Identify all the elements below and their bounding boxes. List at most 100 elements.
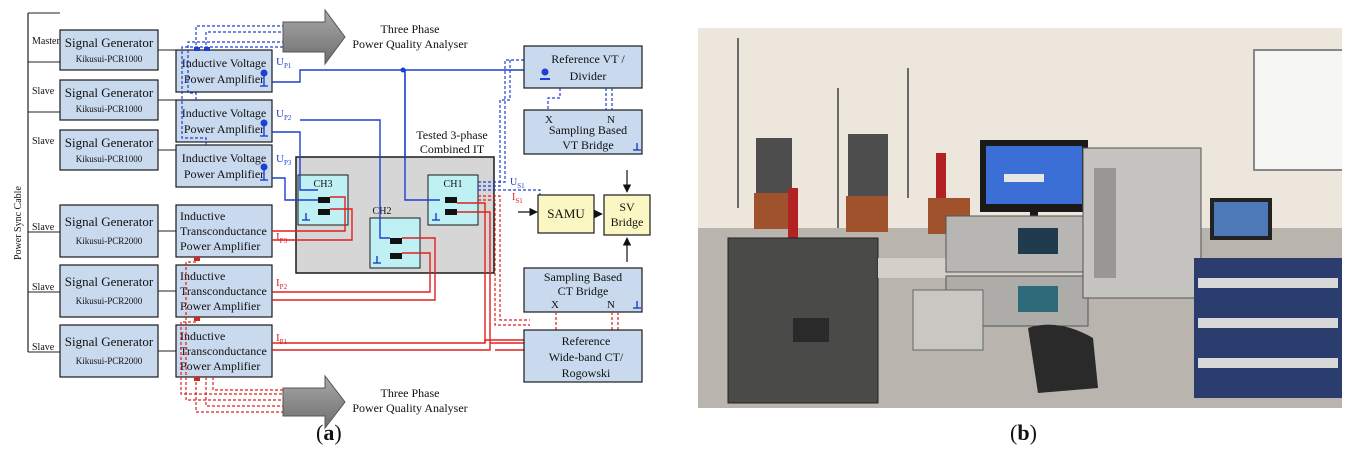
vt-bridge-line2: VT Bridge <box>562 138 613 152</box>
amp-label-line1: Inductive Voltage <box>182 56 267 70</box>
caption-a-letter: a <box>323 420 335 445</box>
vt-bridge-x: X <box>545 114 553 126</box>
amp-label-line2: Transconductance <box>180 344 267 358</box>
caption-b-letter: b <box>1017 420 1030 445</box>
power-sync-cable: Power Sync Cable <box>13 12 60 353</box>
sv-bridge-line1: SV <box>619 200 635 214</box>
voltage-output-3: UP3 <box>276 153 292 167</box>
generator-model: Kikusui-PCR2000 <box>76 296 143 306</box>
tested-it-line2: Combined IT <box>420 142 485 156</box>
signal-generator-1: Master Signal Generator Kikusui-PCR1000 <box>32 29 159 71</box>
amp-label-line1: Inductive Voltage <box>182 106 267 120</box>
sv-bridge: SV Bridge <box>603 170 651 262</box>
voltage-output-2: UP2 <box>276 108 292 122</box>
generator-model: Kikusui-PCR1000 <box>76 104 143 114</box>
signal-generator-2: Slave Signal Generator Kikusui-PCR1000 <box>32 79 159 121</box>
channel-label: CH2 <box>373 206 392 217</box>
caption-a-close: ) <box>334 420 342 445</box>
signal-generator-6: Slave Signal Generator Kikusui-PCR2000 <box>32 324 159 378</box>
amp-label-line2: Power Amplifier <box>184 122 264 136</box>
generator-role: Slave <box>32 222 55 233</box>
amp-label-line3: Power Amplifier <box>180 359 260 373</box>
samu: SAMU <box>537 194 603 234</box>
voltage-output-1: UP1 <box>276 56 292 70</box>
amp-label-line2: Power Amplifier <box>184 167 264 181</box>
amp-label-line2: Power Amplifier <box>184 72 264 86</box>
voltage-amplifier-1: Inductive Voltage Power Amplifier <box>175 49 273 93</box>
generator-model: Kikusui-PCR2000 <box>76 356 143 366</box>
generator-title: Signal Generator <box>65 274 154 289</box>
ct-bridge-n: N <box>607 299 615 311</box>
current-amplifier-2: Inductive Transconductance Power Amplifi… <box>175 264 273 318</box>
signal-generators: Master Signal Generator Kikusui-PCR1000 … <box>32 29 176 378</box>
pqa-bottom-line1: Three Phase <box>381 386 440 400</box>
voltage-amplifier-2: Inductive Voltage Power Amplifier <box>175 99 273 143</box>
ct-bridge-line2: CT Bridge <box>558 284 609 298</box>
generator-model: Kikusui-PCR1000 <box>76 54 143 64</box>
amp-label-line3: Power Amplifier <box>180 239 260 253</box>
current-output-1: IP3 <box>276 231 288 245</box>
amp-label-line1: Inductive <box>180 329 225 343</box>
lab-setup-photo <box>698 28 1342 408</box>
lab-photo-drawing <box>698 28 1342 408</box>
reference-vt-line1: Reference VT / <box>551 52 625 66</box>
generator-role: Slave <box>32 282 55 293</box>
amp-label-line1: Inductive Voltage <box>182 151 267 165</box>
signal-generator-3: Slave Signal Generator Kikusui-PCR1000 <box>32 129 159 171</box>
generator-title: Signal Generator <box>65 334 154 349</box>
ground-symbols <box>260 76 641 309</box>
caption-b-close: ) <box>1029 420 1037 445</box>
caption-b-open: ( <box>1010 420 1018 445</box>
vt-bridge: X N Sampling Based VT Bridge <box>523 88 643 155</box>
generator-model: Kikusui-PCR2000 <box>76 236 143 246</box>
reference-ct-line1: Reference <box>562 334 611 348</box>
pqa-top-line1: Three Phase <box>381 22 440 36</box>
channel-label: CH3 <box>314 179 333 190</box>
tested-combined-it: Tested 3-phase Combined IT CH3 CH2 CH1 <box>295 128 495 274</box>
current-amplifier-3: Inductive Transconductance Power Amplifi… <box>175 324 273 378</box>
current-output-2: IP2 <box>276 277 288 291</box>
pqa-top-line2: Power Quality Analyser <box>352 37 467 51</box>
signal-generator-5: Slave Signal Generator Kikusui-PCR2000 <box>32 264 159 318</box>
amp-label-line3: Power Amplifier <box>180 299 260 313</box>
generator-role: Master <box>32 36 60 47</box>
reference-vt-line2: Divider <box>570 69 607 83</box>
amp-label-line2: Transconductance <box>180 284 267 298</box>
generator-role: Slave <box>32 86 55 97</box>
tested-it-line1: Tested 3-phase <box>416 128 487 142</box>
generator-title: Signal Generator <box>65 85 154 100</box>
amp-label-line1: Inductive <box>180 269 225 283</box>
generator-title: Signal Generator <box>65 35 154 50</box>
signal-generator-4: Slave Signal Generator Kikusui-PCR2000 <box>32 204 159 258</box>
ct-bridge: Sampling Based CT Bridge X N <box>523 267 643 330</box>
cable-label: Power Sync Cable <box>13 186 24 260</box>
caption-b: (b) <box>1010 420 1037 446</box>
channel-label: CH1 <box>444 179 463 190</box>
reference-vt-divider: Reference VT / Divider <box>523 45 643 89</box>
reference-ct: Reference Wide-band CT/ Rogowski <box>523 329 643 383</box>
sv-bridge-line2: Bridge <box>611 215 644 229</box>
samu-label: SAMU <box>547 206 585 221</box>
vt-bridge-line1: Sampling Based <box>549 123 627 137</box>
current-wiring <box>272 196 530 351</box>
voltage-amplifier-3: Inductive Voltage Power Amplifier <box>175 144 273 188</box>
amp-label-line2: Transconductance <box>180 224 267 238</box>
current-output-3: IP1 <box>276 332 288 346</box>
channel-ch2: CH2 <box>369 206 421 269</box>
ct-bridge-line1: Sampling Based <box>544 270 622 284</box>
pqa-bottom: Three Phase Power Quality Analyser <box>180 257 468 430</box>
secondary-i-label: IS1 <box>512 192 523 205</box>
generator-title: Signal Generator <box>65 214 154 229</box>
amp-label-line1: Inductive <box>180 209 225 223</box>
voltage-amplifiers: Inductive Voltage Power Amplifier Induct… <box>175 49 273 188</box>
vt-bridge-n: N <box>607 114 615 126</box>
caption-a-open: ( <box>316 420 324 445</box>
generator-role: Slave <box>32 136 55 147</box>
generator-title: Signal Generator <box>65 135 154 150</box>
pqa-bottom-line2: Power Quality Analyser <box>352 401 467 415</box>
generator-model: Kikusui-PCR1000 <box>76 154 143 164</box>
ct-bridge-x: X <box>551 299 559 311</box>
secondary-u-label: US1 <box>510 177 525 190</box>
pqa-top: Three Phase Power Quality Analyser <box>181 8 468 145</box>
